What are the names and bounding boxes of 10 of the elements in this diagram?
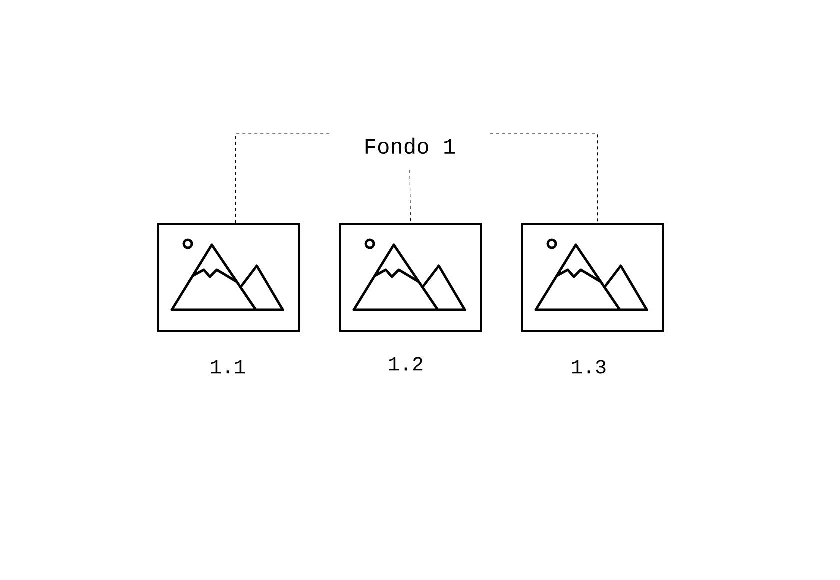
connector bbox=[235, 134, 330, 224]
node-label: 1.2 bbox=[389, 357, 423, 371]
connector bbox=[490, 134, 598, 224]
node-label: 1.3 bbox=[572, 360, 606, 374]
picture-icon bbox=[521, 223, 664, 332]
picture-icon bbox=[339, 223, 482, 332]
node-label: 1.1 bbox=[211, 360, 246, 374]
title: Fondo 1 bbox=[366, 138, 456, 154]
connector bbox=[410, 170, 412, 224]
picture-icon bbox=[157, 223, 300, 332]
